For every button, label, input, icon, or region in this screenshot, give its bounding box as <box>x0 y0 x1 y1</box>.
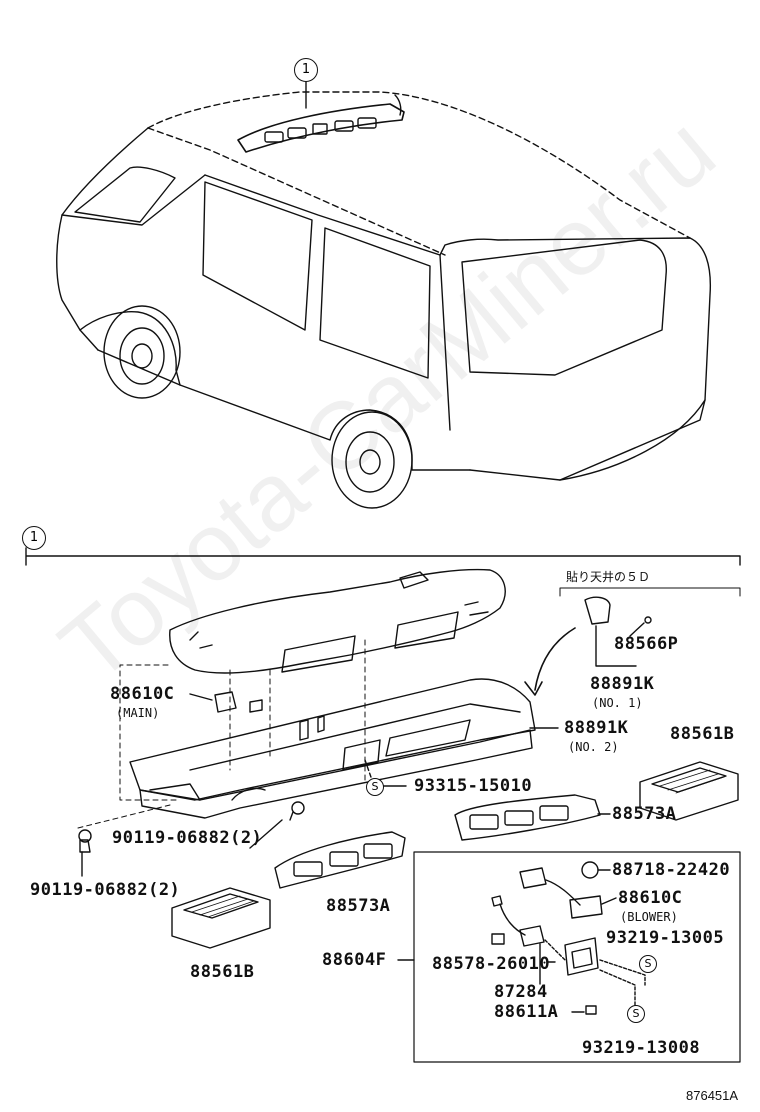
label-88610C-main-sub: (MAIN) <box>116 706 160 720</box>
label-88578-26010: 88578-26010 <box>432 954 551 974</box>
s-mark-93219-13005: S <box>639 955 657 973</box>
label-93219-13008: 93219-13008 <box>582 1038 701 1058</box>
label-88611A: 88611A <box>494 1002 559 1022</box>
label-88604F: 88604F <box>322 950 387 970</box>
console-base <box>129 678 536 819</box>
label-88718-22420: 88718-22420 <box>612 860 731 880</box>
label-88610C-blower: 88610C <box>618 888 683 908</box>
diagram-code: 876451A <box>686 1088 739 1103</box>
label-93315-15010: 93315-15010 <box>414 776 533 796</box>
label-88891K-no2: 88891K <box>564 718 629 738</box>
japanese-note: 貼り天井の５Ｄ <box>566 570 651 584</box>
callout-1-section: 1 <box>22 526 46 550</box>
label-88891K-no2-sub: (NO. 2) <box>568 740 619 754</box>
callout-1-top: 1 <box>294 58 318 82</box>
label-93219-13005: 93219-13005 <box>606 928 725 948</box>
s-mark-93315: S <box>366 778 384 796</box>
label-88573A-left: 88573A <box>326 896 391 916</box>
label-88561B-left: 88561B <box>190 962 255 982</box>
bracket-frame <box>169 568 506 674</box>
label-88566P: 88566P <box>614 634 679 654</box>
label-88891K-no1: 88891K <box>590 674 655 694</box>
label-90119-06882-a: 90119-06882(2) <box>112 828 263 848</box>
label-88610C-blower-sub: (BLOWER) <box>620 910 678 924</box>
van-illustration <box>56 79 712 509</box>
label-88610C-main: 88610C <box>110 684 175 704</box>
label-88891K-no1-sub: (NO. 1) <box>592 696 643 710</box>
label-88561B-right: 88561B <box>670 724 735 744</box>
label-88573A-right: 88573A <box>612 804 677 824</box>
s-mark-93219-13008: S <box>627 1005 645 1023</box>
label-90119-06882-b: 90119-06882(2) <box>30 880 181 900</box>
label-87284: 87284 <box>494 982 548 1002</box>
